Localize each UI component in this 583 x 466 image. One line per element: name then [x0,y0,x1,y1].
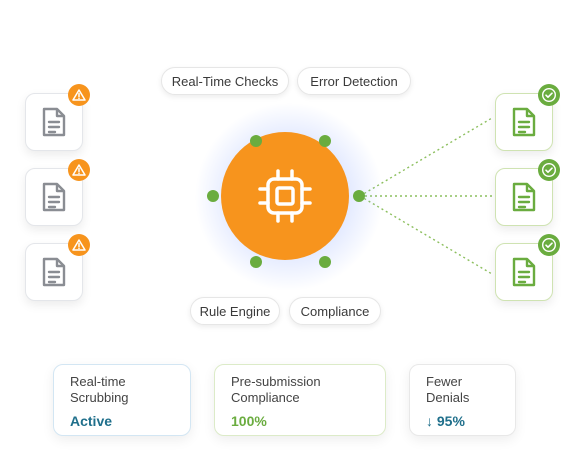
document-icon [42,182,66,212]
warning-badge [68,234,90,256]
warning-badge [68,159,90,181]
document-icon [512,107,536,137]
check-badge [538,159,560,181]
feature-pill-error-detection: Error Detection [297,67,411,95]
warning-icon [72,164,86,176]
feature-pill-rule-engine: Rule Engine [190,297,280,325]
warning-icon [72,89,86,101]
check-icon [541,87,557,103]
stat-value: 100% [231,413,267,429]
feature-pill-label: Compliance [300,303,370,319]
check-icon [541,162,557,178]
hub-node [207,190,219,202]
hub-node [250,256,262,268]
feature-pill-compliance: Compliance [289,297,381,325]
feature-pill-label: Rule Engine [199,303,271,319]
stat-label: Real-time [70,374,126,389]
processing-hub [221,132,349,260]
document-icon [512,257,536,287]
hub-node [353,190,365,202]
hub-node [319,135,331,147]
stat-label: Fewer [426,374,463,389]
feature-pill-label: Error Detection [310,73,398,89]
feature-pill-label: Real-Time Checks [171,73,279,89]
verified-document-card [495,168,553,226]
stat-label: Compliance [231,390,300,405]
stat-label: Denials [426,390,470,405]
stat-value: Active [70,413,113,429]
document-icon [42,107,66,137]
check-badge [538,84,560,106]
feature-pill-realtime-checks: Real-Time Checks [161,67,289,95]
stat-card-compliance: Pre-submission Compliance 100% [214,364,386,436]
stat-label: Scrubbing [70,390,129,405]
document-icon [42,257,66,287]
hub-node [319,256,331,268]
document-icon [512,182,536,212]
stat-label: Pre-submission [231,374,321,389]
chip-icon [258,169,312,223]
check-badge [538,234,560,256]
stat-card-denials: Fewer Denials ↓ 95% [409,364,516,436]
stat-value: ↓ 95% [426,413,465,429]
stat-card-scrubbing: Real-time Scrubbing Active [53,364,191,436]
hub-node [250,135,262,147]
check-icon [541,237,557,253]
warning-badge [68,84,90,106]
warning-icon [72,239,86,251]
